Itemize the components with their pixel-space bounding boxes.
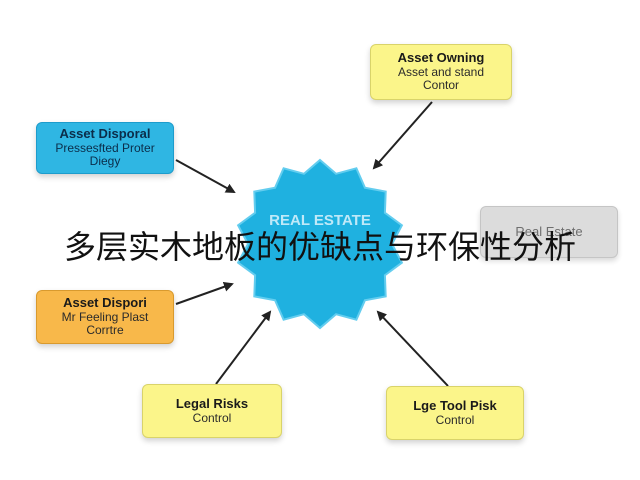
node-asset-owning-subtitle: Asset and stand Contor xyxy=(397,64,485,93)
node-real-estate-faded[interactable]: Real Estate xyxy=(480,206,618,258)
node-lge-tool-pisk-subtitle: Control xyxy=(435,412,475,427)
node-lge-tool-pisk-title: Lge Tool Pisk xyxy=(413,397,497,413)
node-legal-risks-subtitle: Control xyxy=(192,410,232,425)
node-asset-owning[interactable]: Asset Owning Asset and stand Contor xyxy=(370,44,512,100)
node-asset-dispori[interactable]: Asset Dispori Mr Feeling Plast Corrtre xyxy=(36,290,174,344)
node-asset-owning-title: Asset Owning xyxy=(397,49,485,65)
node-asset-disporal[interactable]: Asset Disporal Pressesfted Proter Diegy xyxy=(36,122,174,174)
node-legal-risks-title: Legal Risks xyxy=(175,395,249,411)
node-asset-disporal-subtitle: Pressesfted Proter Diegy xyxy=(55,140,155,169)
center-label: REAL ESTATE xyxy=(269,212,371,229)
arrow-top-right xyxy=(372,101,433,170)
arrow-top-left xyxy=(175,159,236,193)
node-asset-dispori-title: Asset Dispori xyxy=(63,294,147,310)
node-asset-disporal-title: Asset Disporal xyxy=(59,125,151,141)
center-gear-shape xyxy=(236,158,404,330)
arrow-mid-left xyxy=(175,281,234,305)
node-asset-dispori-subtitle: Mr Feeling Plast Corrtre xyxy=(61,309,149,338)
arrow-bottom-right xyxy=(376,310,449,387)
node-real-estate-faded-title: Real Estate xyxy=(515,223,583,239)
node-lge-tool-pisk[interactable]: Lge Tool Pisk Control xyxy=(386,386,524,440)
node-legal-risks[interactable]: Legal Risks Control xyxy=(142,384,282,438)
arrow-bottom-left xyxy=(215,310,272,385)
overlay-title: 多层实木地板的优缺点与环保性分析 xyxy=(63,228,576,266)
